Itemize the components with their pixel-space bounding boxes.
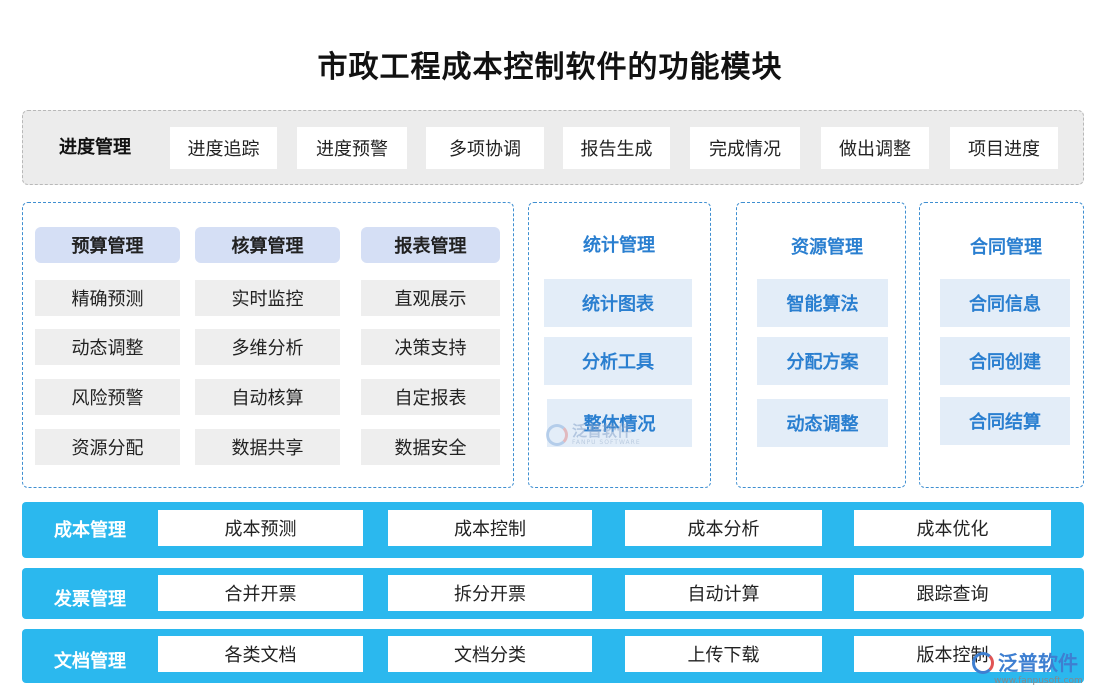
statistics-item: 统计图表	[544, 279, 692, 327]
brand-logo-url: www.fanpusoft.com	[994, 676, 1083, 686]
grid-cell: 自定报表	[361, 379, 500, 415]
grid-cell: 精确预测	[35, 280, 180, 316]
invoice-item: 拆分开票	[388, 575, 592, 611]
contract-management-title: 合同管理	[970, 237, 1042, 258]
cost-management-bar: 成本管理 成本预测 成本控制 成本分析 成本优化	[22, 502, 1084, 558]
brand-logo: 泛普软件 www.fanpusoft.com	[972, 651, 1083, 686]
report-management-header: 报表管理	[361, 227, 500, 263]
grid-cell: 决策支持	[361, 329, 500, 365]
contract-item: 合同信息	[940, 279, 1070, 327]
document-item: 各类文档	[158, 636, 363, 672]
grid-cell: 直观展示	[361, 280, 500, 316]
progress-item: 进度追踪	[170, 127, 277, 169]
grid-cell: 数据共享	[195, 429, 340, 465]
progress-item: 做出调整	[821, 127, 929, 169]
cost-management-label: 成本管理	[54, 520, 126, 541]
invoice-item: 跟踪查询	[854, 575, 1051, 611]
progress-item: 项目进度	[950, 127, 1058, 169]
resource-item: 动态调整	[757, 399, 888, 447]
grid-cell: 多维分析	[195, 329, 340, 365]
statistics-management-title: 统计管理	[583, 235, 655, 256]
cost-item: 成本控制	[388, 510, 592, 546]
grid-cell: 资源分配	[35, 429, 180, 465]
document-item: 版本控制	[854, 636, 1051, 672]
grid-cell: 风险预警	[35, 379, 180, 415]
document-management-label: 文档管理	[54, 651, 126, 672]
progress-item: 完成情况	[690, 127, 800, 169]
brand-logo-text: 泛普软件	[998, 651, 1078, 675]
cost-item: 成本预测	[158, 510, 363, 546]
resource-item: 分配方案	[757, 337, 888, 385]
resource-management-panel: 资源管理 智能算法 分配方案 动态调整	[736, 202, 906, 488]
invoice-management-bar: 发票管理 合并开票 拆分开票 自动计算 跟踪查询	[22, 568, 1084, 619]
contract-item: 合同结算	[940, 397, 1070, 445]
grid-cell: 实时监控	[195, 280, 340, 316]
budget-management-header: 预算管理	[35, 227, 180, 263]
cost-item: 成本优化	[854, 510, 1051, 546]
cost-item: 成本分析	[625, 510, 822, 546]
invoice-item: 合并开票	[158, 575, 363, 611]
contract-management-panel: 合同管理 合同信息 合同创建 合同结算	[919, 202, 1084, 488]
fanpu-logo-icon	[546, 424, 568, 446]
contract-item: 合同创建	[940, 337, 1070, 385]
accounting-management-header: 核算管理	[195, 227, 340, 263]
grid-cell: 自动核算	[195, 379, 340, 415]
watermark: 泛普软件 FANPU SOFTWARE	[546, 424, 641, 446]
invoice-item: 自动计算	[625, 575, 822, 611]
watermark-text: 泛普软件	[572, 422, 633, 440]
progress-management-label: 进度管理	[59, 137, 131, 158]
document-management-bar: 文档管理 各类文档 文档分类 上传下载 版本控制	[22, 629, 1084, 683]
resource-management-title: 资源管理	[791, 237, 863, 258]
statistics-management-panel: 统计管理 统计图表 分析工具 整体情况	[528, 202, 711, 488]
budget-accounting-report-panel: 预算管理 核算管理 报表管理 精确预测 实时监控 直观展示 动态调整 多维分析 …	[22, 202, 514, 488]
invoice-management-label: 发票管理	[54, 589, 126, 610]
statistics-item: 整体情况	[547, 399, 692, 447]
fanpu-brand-icon	[972, 652, 994, 674]
resource-item: 智能算法	[757, 279, 888, 327]
watermark-subtext: FANPU SOFTWARE	[572, 439, 641, 446]
progress-item: 多项协调	[426, 127, 544, 169]
progress-item: 报告生成	[563, 127, 670, 169]
statistics-item: 分析工具	[544, 337, 692, 385]
document-item: 上传下载	[625, 636, 822, 672]
page-title: 市政工程成本控制软件的功能模块	[317, 50, 783, 85]
progress-item: 进度预警	[297, 127, 407, 169]
grid-cell: 动态调整	[35, 329, 180, 365]
grid-cell: 数据安全	[361, 429, 500, 465]
document-item: 文档分类	[388, 636, 592, 672]
progress-management-panel: 进度管理 进度追踪 进度预警 多项协调 报告生成 完成情况 做出调整 项目进度	[22, 110, 1084, 185]
